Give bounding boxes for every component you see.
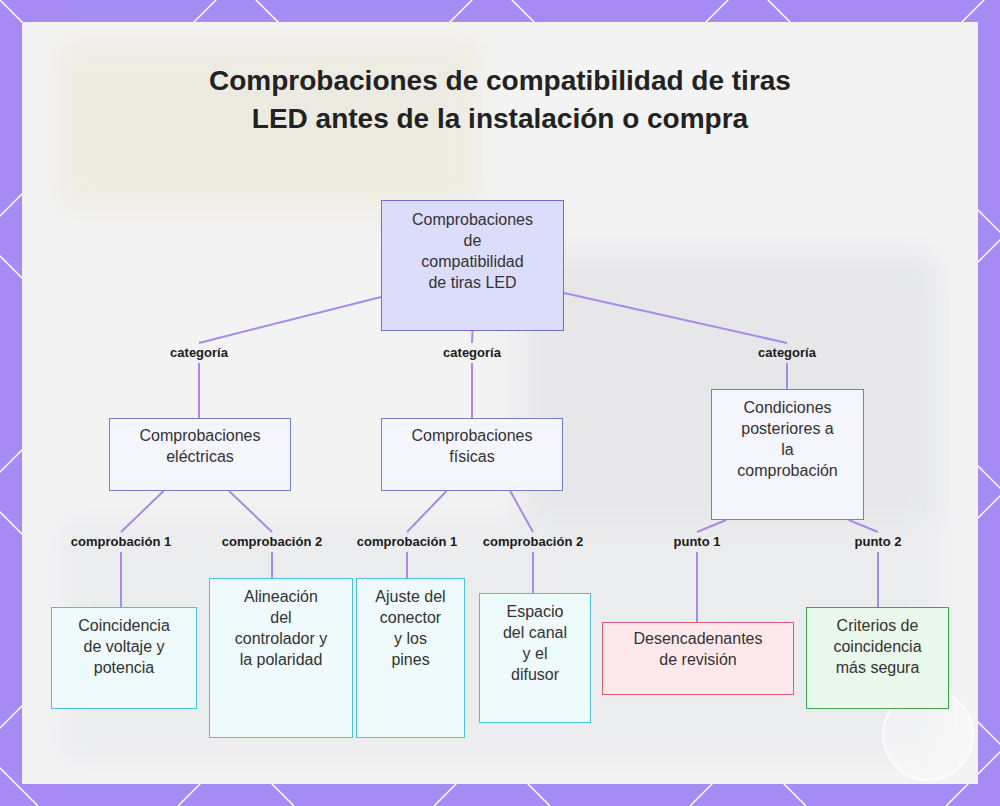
item-box: Espacio del canal y el difusor	[479, 593, 591, 723]
node-text: Desencadenantes de revisión	[631, 628, 766, 670]
root-box: Comprobaciones de compatibilidad de tira…	[381, 200, 564, 331]
edge-label: comprobación 1	[71, 534, 171, 550]
item-box: Criterios de coincidencia más segura	[806, 607, 949, 709]
item-box: Alineación del controlador y la polarida…	[209, 578, 353, 738]
category-box: Comprobaciones eléctricas	[109, 418, 291, 491]
edge-label: comprobación 1	[357, 534, 457, 550]
edge-label: punto 1	[674, 534, 721, 550]
node-text: Espacio del canal y el difusor	[500, 601, 570, 685]
category-box: Comprobaciones físicas	[381, 418, 563, 491]
diagram-title: Comprobaciones de compatibilidad de tira…	[200, 62, 800, 138]
item-box: Coincidencia de voltaje y potencia	[51, 607, 197, 709]
category-box: Condiciones posteriores a la comprobació…	[711, 389, 864, 520]
edge-label: comprobación 2	[483, 534, 583, 550]
node-text: Criterios de coincidencia más segura	[825, 615, 930, 678]
edge-label: categoría	[758, 345, 816, 361]
edge-label: categoría	[443, 345, 501, 361]
edge-label: categoría	[170, 345, 228, 361]
node-text: Comprobaciones eléctricas	[125, 425, 275, 467]
node-text: Ajuste del conector y los pines	[375, 586, 447, 670]
panel	[22, 22, 978, 784]
connector-line	[849, 520, 878, 607]
node-text: Comprobaciones físicas	[397, 425, 547, 467]
connector-line	[564, 293, 787, 389]
node-text: Condiciones posteriores a la comprobació…	[735, 397, 840, 481]
connector-line	[471, 331, 474, 418]
node-text: Alineación del controlador y la polarida…	[234, 586, 329, 670]
item-box: Desencadenantes de revisión	[602, 622, 794, 695]
node-text: Coincidencia de voltaje y potencia	[72, 615, 177, 678]
edge-label: comprobación 2	[222, 534, 322, 550]
edge-label: punto 2	[855, 534, 902, 550]
photo-patch	[520, 250, 940, 550]
item-box: Ajuste del conector y los pines	[356, 578, 465, 738]
node-text: Comprobaciones de compatibilidad de tira…	[412, 209, 534, 293]
